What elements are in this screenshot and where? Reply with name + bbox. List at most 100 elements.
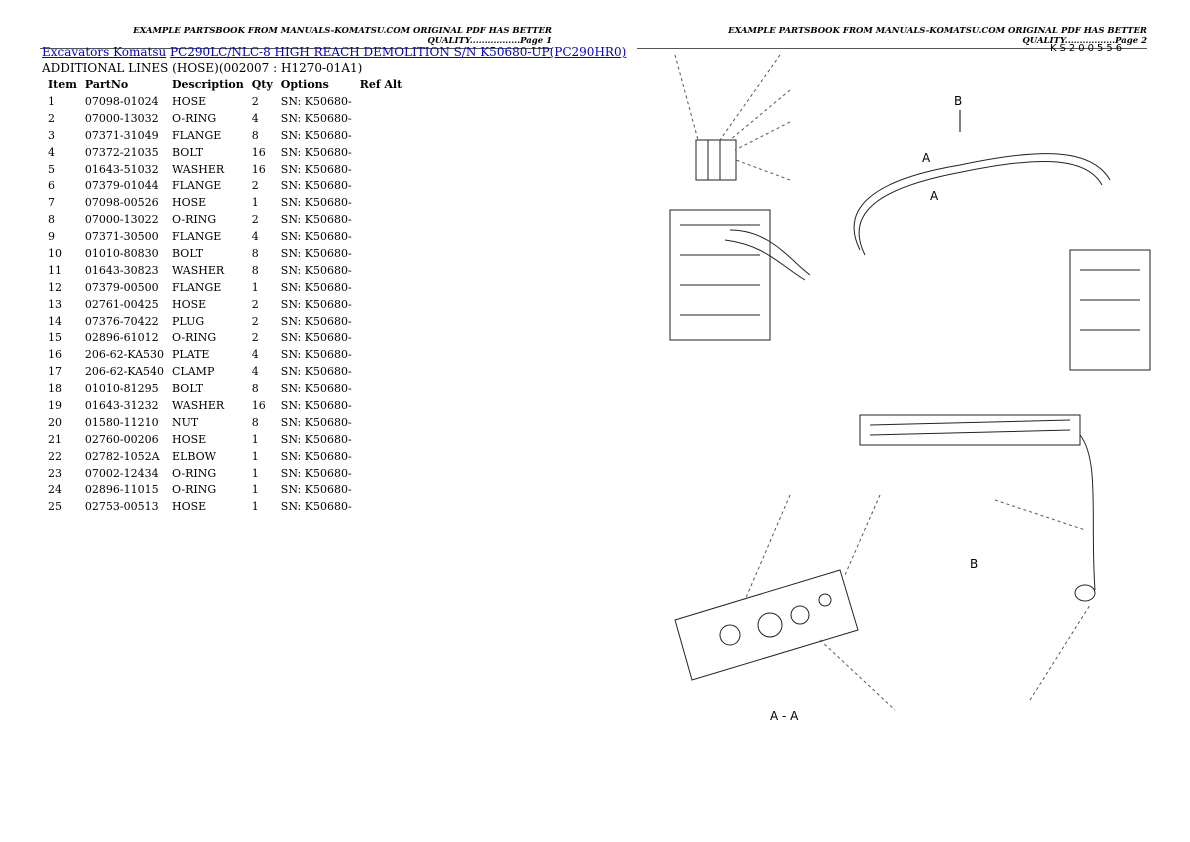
quantity: 1 (251, 466, 259, 480)
quantity: 1 (251, 483, 259, 497)
description: FLANGE (172, 230, 222, 244)
description: PLUG (172, 314, 205, 328)
item-number: 14 (48, 314, 62, 328)
part-number: 07371-30500 (84, 230, 159, 244)
options: SN: K50680- (280, 500, 352, 514)
options: SN: K50680- (280, 230, 352, 244)
item-number: 20 (48, 415, 62, 429)
options: SN: K50680- (280, 162, 352, 176)
options: SN: K50680- (280, 449, 352, 463)
quantity: 2 (251, 179, 259, 193)
section-a-label-bottom: A (930, 189, 939, 203)
item-number: 18 (48, 382, 62, 396)
description: BOLT (172, 382, 204, 396)
drawing-code: KS200556 (1050, 43, 1126, 54)
part-number: 02760-00206 (84, 432, 159, 446)
item-number: 6 (48, 179, 55, 193)
options: SN: K50680- (280, 398, 352, 412)
part-number: 01010-81295 (84, 382, 159, 396)
options: SN: K50680- (280, 246, 352, 260)
item-number: 5 (48, 162, 55, 176)
quantity: 2 (251, 94, 259, 108)
quantity: 8 (251, 263, 259, 277)
part-number: 01643-30823 (84, 263, 159, 277)
description: O-RING (172, 483, 217, 497)
item-number: 10 (48, 246, 62, 260)
part-number: 01643-31232 (84, 398, 159, 412)
item-number: 23 (48, 466, 62, 480)
description: O-RING (172, 213, 217, 227)
column-header: Ref Alt (359, 78, 403, 91)
valve-assembly-left (669, 139, 811, 341)
quantity: 8 (251, 246, 259, 260)
quantity: 1 (251, 196, 259, 210)
item-number: 7 (48, 196, 55, 210)
options: SN: K50680- (280, 365, 352, 379)
part-number: 07379-01044 (84, 179, 159, 193)
description: HOSE (172, 500, 207, 514)
column-header: PartNo (84, 78, 129, 91)
description: HOSE (172, 297, 207, 311)
description: ELBOW (172, 449, 216, 463)
description: BOLT (172, 246, 204, 260)
part-number: 07098-01024 (84, 94, 159, 108)
item-number: 17 (48, 365, 62, 379)
valve-assembly-right (1069, 249, 1151, 371)
part-number: 02782-1052A (84, 449, 160, 463)
description: FLANGE (172, 128, 222, 142)
description: HOSE (172, 94, 207, 108)
item-number: 13 (48, 297, 62, 311)
options: SN: K50680- (280, 382, 352, 396)
column-header: Qty (251, 78, 273, 91)
description: O-RING (172, 331, 217, 345)
item-number: 25 (48, 500, 62, 514)
item-number: 15 (48, 331, 62, 345)
quantity: 16 (251, 162, 266, 176)
options: SN: K50680- (280, 145, 352, 159)
part-number: 07379-00500 (84, 280, 159, 294)
quantity: 2 (251, 331, 259, 345)
options: SN: K50680- (280, 348, 352, 362)
item-number: 4 (48, 145, 55, 159)
column-header: Options (280, 78, 329, 91)
quantity: 4 (251, 111, 259, 125)
part-number: 01643-51032 (84, 162, 159, 176)
description: BOLT (172, 145, 204, 159)
breadcrumb-link-category[interactable]: Excavators Komatsu (42, 45, 167, 59)
breadcrumb-link-model[interactable]: PC290LC/NLC-8 HIGH REACH DEMOLITION S/N … (170, 45, 627, 59)
part-number: 02896-61012 (84, 331, 159, 345)
options: SN: K50680- (280, 128, 352, 142)
part-number: 07000-13022 (84, 213, 159, 227)
description: FLANGE (172, 280, 222, 294)
quantity: 1 (251, 500, 259, 514)
item-number: 16 (48, 348, 62, 362)
options: SN: K50680- (280, 179, 352, 193)
description: PLATE (172, 348, 210, 362)
part-number: 01580-11210 (84, 415, 159, 429)
part-number: 07372-21035 (84, 145, 159, 159)
breadcrumb: Excavators Komatsu PC290LC/NLC-8 HIGH RE… (42, 45, 626, 59)
part-number: 02896-11015 (84, 483, 159, 497)
quantity: 1 (251, 280, 259, 294)
parts-diagram: B A A B A - A (669, 54, 1151, 723)
item-number: 3 (48, 128, 55, 142)
section-a-a-caption: A - A (770, 709, 799, 723)
description: WASHER (172, 263, 225, 277)
options: SN: K50680- (280, 432, 352, 446)
part-number: 07371-31049 (84, 128, 159, 142)
section-a-a-plate (674, 569, 859, 681)
item-number: 9 (48, 230, 55, 244)
item-number: 2 (48, 111, 55, 125)
